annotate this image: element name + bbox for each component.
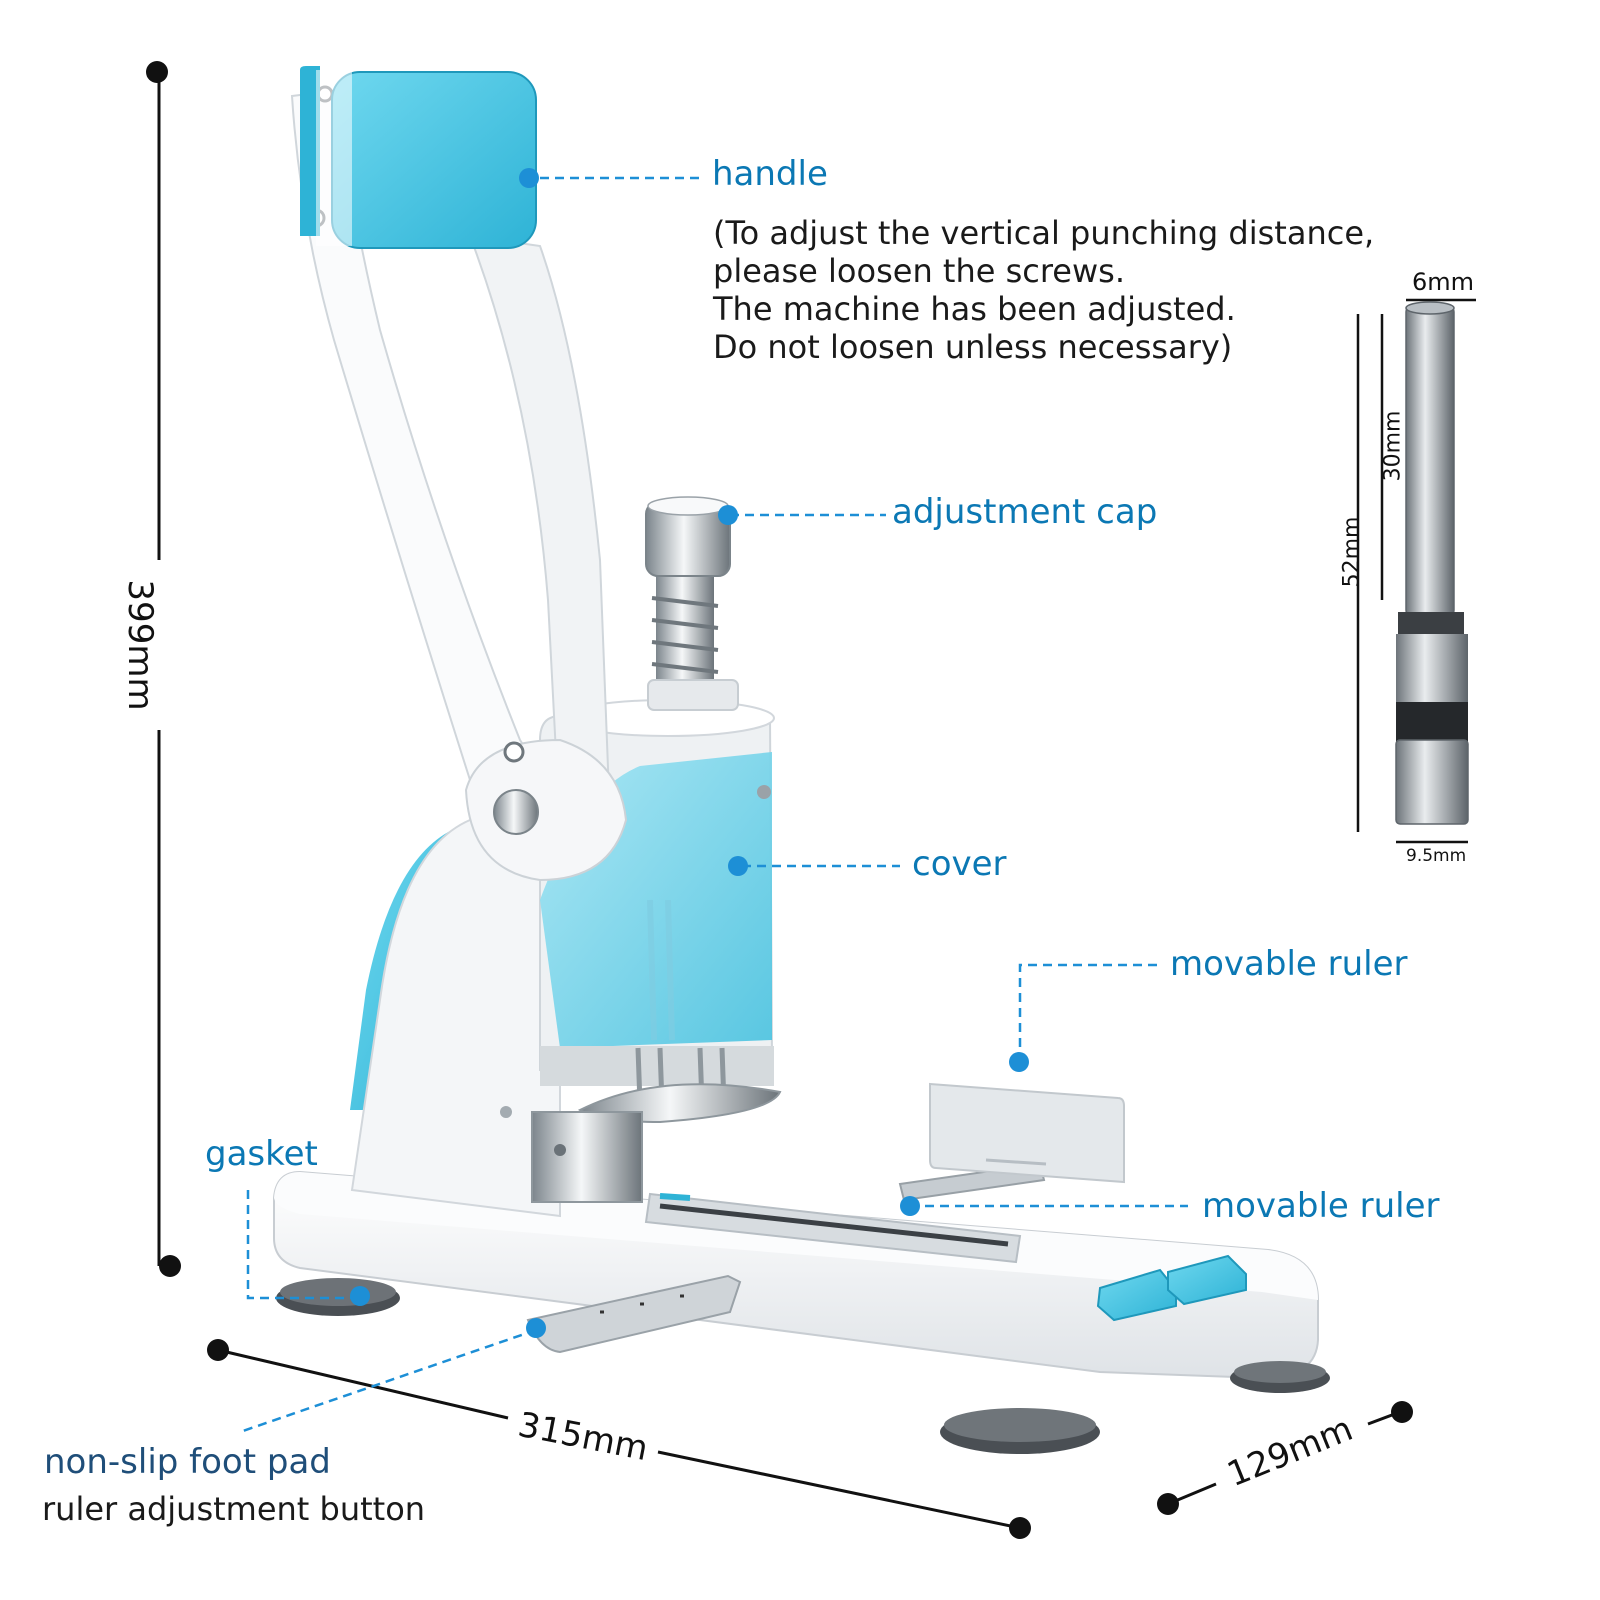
side-ruler (898, 1082, 1125, 1202)
handle-label: handle (712, 154, 828, 194)
handle-note-line-3: The machine has been adjusted. (713, 290, 1236, 328)
foot-pads (276, 1278, 1330, 1454)
drill-bit (1395, 301, 1469, 825)
height-dimension-line (146, 61, 181, 1277)
handle-note: (To adjust the vertical punching distanc… (713, 214, 1374, 366)
base-slot (644, 1192, 1022, 1264)
spring-assembly (645, 496, 739, 711)
gasket-label: gasket (205, 1134, 318, 1174)
handle-note-line-2: please loosen the screws. (713, 252, 1125, 290)
handle-arms (290, 85, 628, 882)
adjustment-cap-label: adjustment cap (892, 492, 1158, 532)
callout-leaders (239, 176, 1188, 1434)
cover-label: cover (912, 844, 1007, 884)
bit-top-diameter-label: 6mm (1412, 268, 1475, 296)
length-dimension-line (207, 1339, 1031, 1539)
bit-inner-length-label: 30mm (1380, 410, 1406, 482)
movable-ruler-top-label: movable ruler (1170, 944, 1408, 984)
callout-dots (350, 168, 1029, 1338)
bit-total-length-label: 52mm (1339, 516, 1365, 588)
drill-bit-dimension-lines (1356, 298, 1476, 844)
bit-bottom-diameter-label: 9.5mm (1406, 846, 1467, 866)
ruler-adjustment-button-label: ruler adjustment button (42, 1490, 426, 1528)
non-slip-foot-pad-label: non-slip foot pad (44, 1442, 331, 1482)
handle-note-line-4: Do not loosen unless necessary) (713, 328, 1233, 366)
width-dimension-line (1157, 1401, 1413, 1515)
movable-ruler-bottom-label: movable ruler (1202, 1186, 1440, 1226)
punch-head (500, 1046, 782, 1203)
ruler-adjustment-buttons (1096, 1254, 1247, 1322)
height-dimension-label: 399mm (120, 579, 160, 711)
handle-grip (300, 66, 537, 249)
handle-note-line-1: (To adjust the vertical punching distanc… (713, 214, 1375, 252)
